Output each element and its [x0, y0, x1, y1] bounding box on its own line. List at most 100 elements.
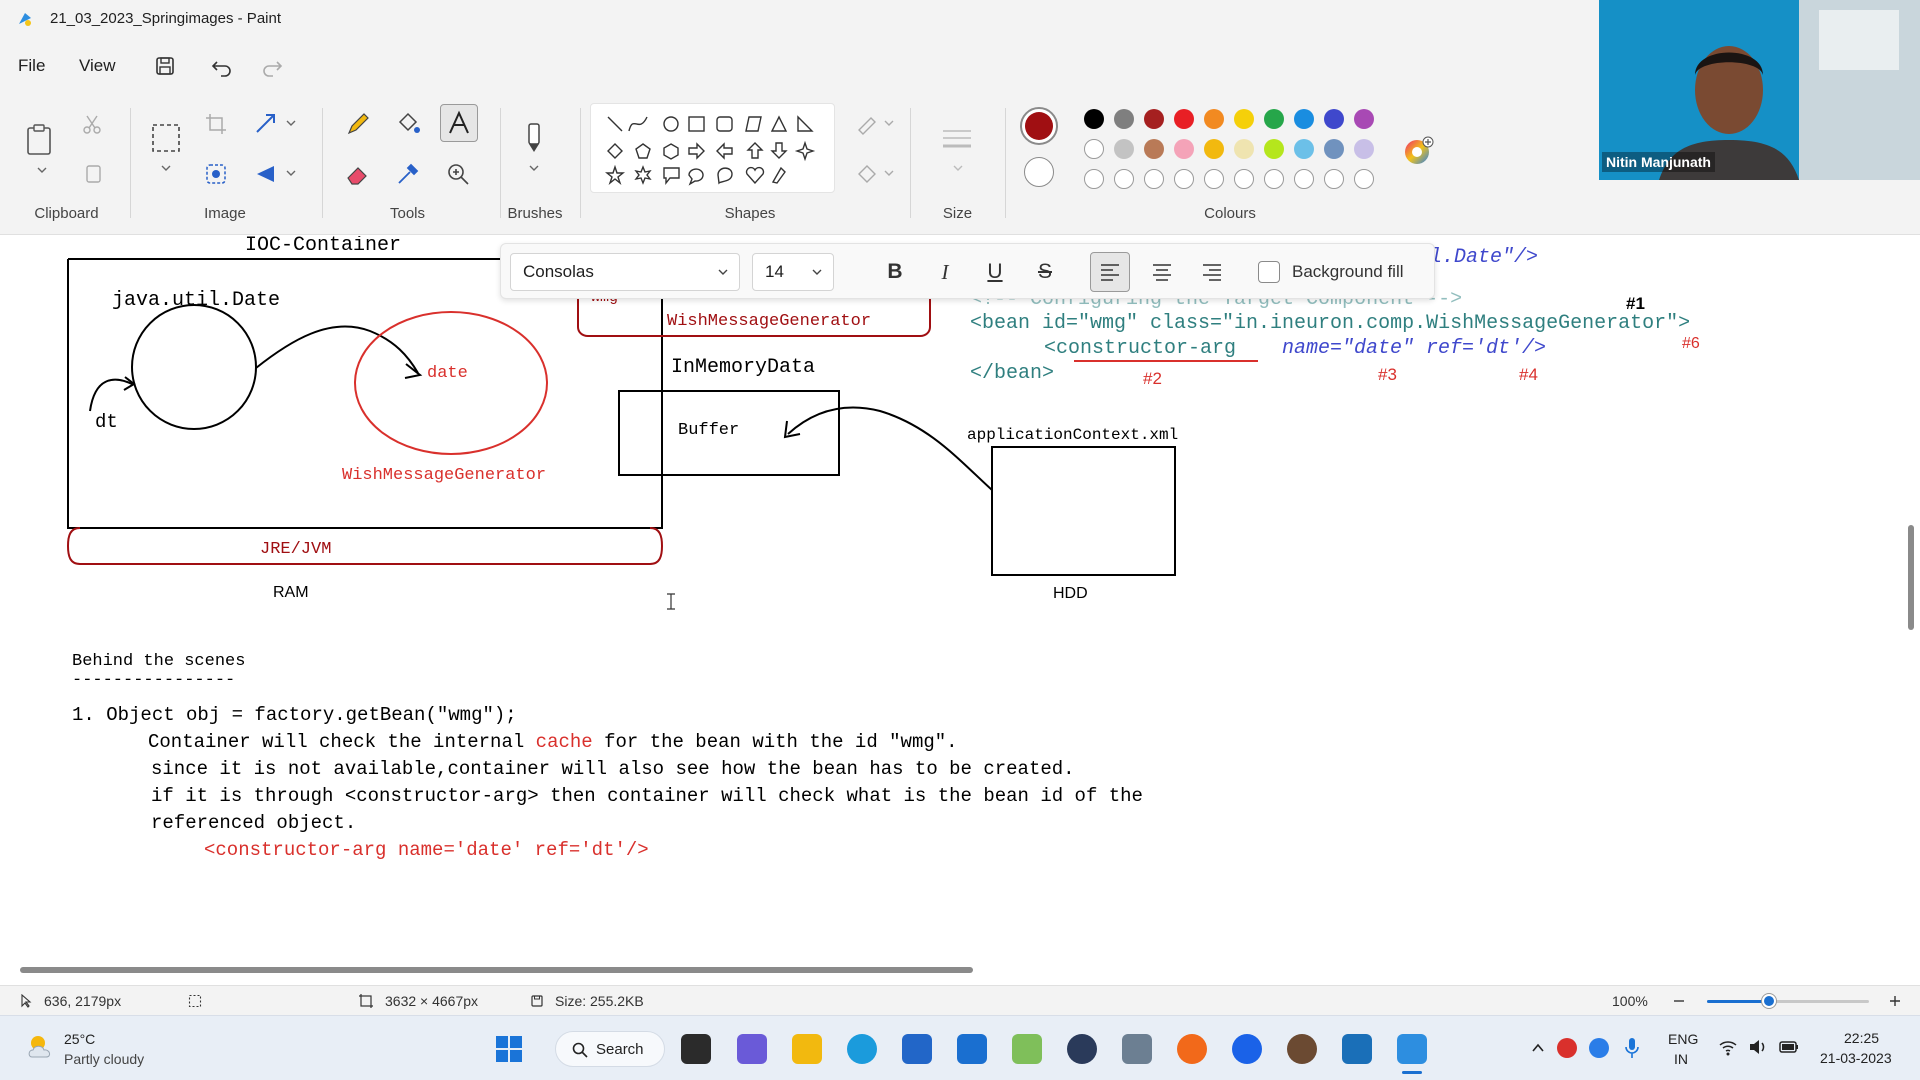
- mail-icon[interactable]: [957, 1034, 987, 1064]
- menu-file[interactable]: File: [18, 56, 46, 75]
- task-view-icon[interactable]: [681, 1034, 711, 1064]
- resize-icon[interactable]: [254, 112, 278, 136]
- clock-date[interactable]: 21-03-2023: [1820, 1050, 1892, 1066]
- colour-swatch[interactable]: [1084, 109, 1104, 129]
- strikethrough-button[interactable]: S: [1029, 256, 1061, 288]
- volume-icon[interactable]: [1748, 1038, 1768, 1056]
- underline-button[interactable]: U: [979, 256, 1011, 288]
- custom-colour-slot[interactable]: [1084, 139, 1104, 159]
- undo-icon[interactable]: [208, 52, 236, 80]
- custom-colour-slot[interactable]: [1324, 169, 1344, 189]
- colour-swatch[interactable]: [1114, 109, 1134, 129]
- chevron-down-icon[interactable]: [952, 163, 964, 173]
- chevron-down-icon[interactable]: [160, 163, 172, 173]
- canvas[interactable]: IOC-Container java.util.Date dt date Wis…: [0, 236, 1920, 960]
- magnifier-icon[interactable]: [444, 160, 472, 188]
- chevron-down-icon[interactable]: [36, 165, 48, 175]
- fill-bucket-icon[interactable]: [394, 110, 422, 138]
- fill-icon[interactable]: [855, 162, 895, 186]
- colour-swatch[interactable]: [1294, 109, 1314, 129]
- custom-colour-slot[interactable]: [1204, 169, 1224, 189]
- app-icon-11[interactable]: [1287, 1034, 1317, 1064]
- secondary-colour-button[interactable]: [1024, 157, 1054, 187]
- teams-chat-icon[interactable]: [737, 1034, 767, 1064]
- cut-icon[interactable]: [80, 112, 104, 136]
- color-picker-icon[interactable]: [394, 160, 422, 188]
- eraser-icon[interactable]: [344, 160, 372, 188]
- align-center-icon[interactable]: [1151, 262, 1173, 282]
- pencil-icon[interactable]: [344, 110, 372, 138]
- vertical-scrollbar[interactable]: [1908, 525, 1914, 630]
- custom-colour-slot[interactable]: [1114, 169, 1134, 189]
- clock-time[interactable]: 22:25: [1844, 1030, 1880, 1046]
- input-language[interactable]: ENG: [1668, 1031, 1699, 1047]
- input-region[interactable]: IN: [1674, 1051, 1688, 1067]
- colour-swatch[interactable]: [1204, 139, 1224, 159]
- chevron-down-icon[interactable]: [528, 163, 540, 173]
- app-icon-7[interactable]: [1067, 1034, 1097, 1064]
- menu-view[interactable]: View: [79, 56, 116, 75]
- zoom-in-icon[interactable]: [1888, 994, 1902, 1008]
- colour-swatch[interactable]: [1354, 109, 1374, 129]
- weather-partly-cloudy-icon[interactable]: [24, 1030, 58, 1064]
- colour-swatch[interactable]: [1114, 139, 1134, 159]
- custom-colour-slot[interactable]: [1294, 169, 1314, 189]
- colour-swatch[interactable]: [1144, 139, 1164, 159]
- redo-icon[interactable]: [258, 52, 286, 80]
- file-explorer-icon[interactable]: [792, 1034, 822, 1064]
- italic-button[interactable]: I: [929, 256, 961, 288]
- font-family-dropdown[interactable]: Consolas: [510, 253, 740, 291]
- colour-swatch[interactable]: [1354, 139, 1374, 159]
- edge-browser-icon[interactable]: [847, 1034, 877, 1064]
- select-icon[interactable]: [150, 122, 182, 154]
- paint-taskbar-icon[interactable]: [1397, 1034, 1427, 1064]
- colour-swatch[interactable]: [1174, 109, 1194, 129]
- text-tool-button[interactable]: [440, 104, 478, 142]
- font-size-dropdown[interactable]: 14: [752, 253, 834, 291]
- primary-colour-button[interactable]: [1020, 107, 1058, 145]
- colour-swatch[interactable]: [1234, 139, 1254, 159]
- outline-icon[interactable]: [855, 112, 895, 136]
- image-ai-icon[interactable]: [204, 162, 228, 186]
- microsoft-store-icon[interactable]: [902, 1034, 932, 1064]
- zoom-out-icon[interactable]: [1672, 994, 1686, 1008]
- microphone-icon[interactable]: [1624, 1036, 1640, 1060]
- bold-button[interactable]: B: [879, 256, 911, 288]
- zoom-app-icon[interactable]: [1232, 1034, 1262, 1064]
- background-fill-checkbox[interactable]: [1258, 261, 1280, 283]
- colour-swatch[interactable]: [1294, 139, 1314, 159]
- edit-colours-icon[interactable]: [1402, 134, 1436, 168]
- colour-swatch[interactable]: [1174, 139, 1194, 159]
- tray-app-icon-1[interactable]: [1557, 1038, 1577, 1058]
- taskbar-search-box[interactable]: Search: [555, 1031, 665, 1067]
- chevron-down-icon[interactable]: [285, 118, 297, 128]
- zoom-slider-thumb[interactable]: [1762, 994, 1776, 1008]
- colour-swatch[interactable]: [1144, 109, 1164, 129]
- colour-swatch[interactable]: [1204, 109, 1224, 129]
- windows-start-icon[interactable]: [494, 1034, 524, 1064]
- custom-colour-slot[interactable]: [1234, 169, 1254, 189]
- align-right-icon[interactable]: [1201, 262, 1223, 282]
- zoom-slider-track[interactable]: [1707, 1000, 1869, 1003]
- copy-icon[interactable]: [82, 162, 104, 186]
- battery-icon[interactable]: [1778, 1038, 1800, 1056]
- weather-temperature[interactable]: 25°C: [64, 1031, 96, 1047]
- chevron-up-icon[interactable]: [1530, 1040, 1546, 1056]
- colour-swatch[interactable]: [1324, 109, 1344, 129]
- firefox-icon[interactable]: [1177, 1034, 1207, 1064]
- custom-colour-slot[interactable]: [1144, 169, 1164, 189]
- colour-swatch[interactable]: [1324, 139, 1344, 159]
- notepad-icon[interactable]: [1342, 1034, 1372, 1064]
- custom-colour-slot[interactable]: [1354, 169, 1374, 189]
- paste-icon[interactable]: [24, 122, 54, 158]
- colour-swatch[interactable]: [1264, 139, 1284, 159]
- colour-swatch[interactable]: [1234, 109, 1254, 129]
- chevron-down-icon[interactable]: [285, 168, 297, 178]
- app-icon-8[interactable]: [1122, 1034, 1152, 1064]
- save-icon[interactable]: [151, 52, 179, 80]
- colour-swatch[interactable]: [1264, 109, 1284, 129]
- brush-icon[interactable]: [520, 120, 548, 156]
- weather-description[interactable]: Partly cloudy: [64, 1051, 145, 1067]
- horizontal-scrollbar[interactable]: [20, 967, 973, 973]
- rotate-icon[interactable]: [254, 162, 278, 186]
